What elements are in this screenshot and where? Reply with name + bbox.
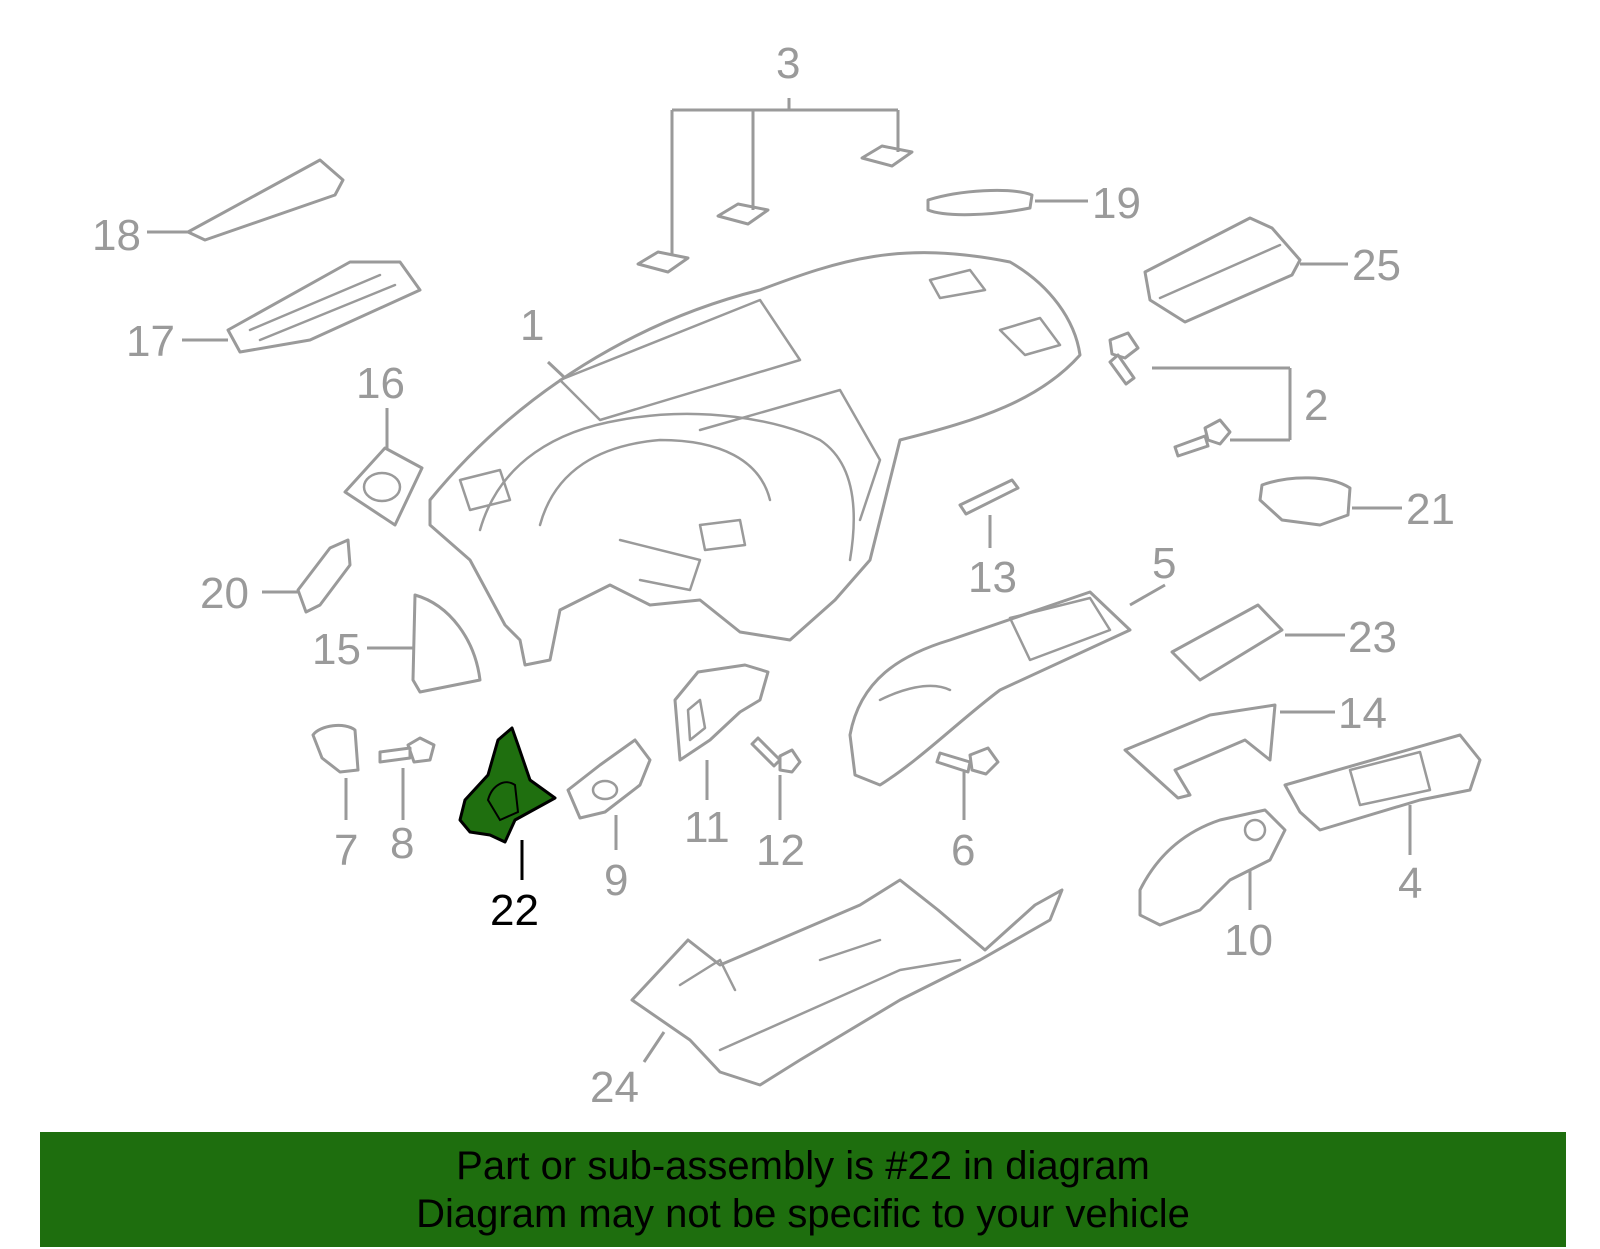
part-23-vent-grille[interactable] <box>1170 603 1284 682</box>
part-7-bracket[interactable] <box>311 723 360 774</box>
callout-16: 16 <box>356 359 405 408</box>
callout-6: 6 <box>951 826 975 875</box>
part-3-clips[interactable] <box>636 144 914 274</box>
callout-9: 9 <box>604 856 628 905</box>
callout-10: 10 <box>1224 916 1273 965</box>
part-19-trim-insert[interactable] <box>926 188 1034 217</box>
callout-labels: 1 2 3 4 5 6 7 8 9 10 11 12 13 14 15 16 1… <box>92 39 1455 1112</box>
callout-4: 4 <box>1398 859 1422 908</box>
banner-line-part: Part or sub-assembly is #22 in diagram <box>456 1143 1150 1188</box>
part-24-lower-panel[interactable] <box>630 878 1064 1087</box>
part-10-support[interactable] <box>1138 808 1287 927</box>
callout-13: 13 <box>968 553 1017 602</box>
part-16-speaker-grille[interactable] <box>343 446 424 527</box>
part-8-bolt[interactable] <box>378 736 436 764</box>
part-5-glove-box[interactable] <box>848 590 1132 787</box>
part-18-trim-strip[interactable] <box>186 158 345 242</box>
callout-3: 3 <box>776 39 800 88</box>
callout-7: 7 <box>334 826 358 875</box>
callout-18: 18 <box>92 211 141 260</box>
callout-2: 2 <box>1304 381 1328 430</box>
part-21-vent[interactable] <box>1258 476 1352 527</box>
callout-20: 20 <box>200 569 249 618</box>
callout-19: 19 <box>1092 179 1141 228</box>
callout-8: 8 <box>390 819 414 868</box>
callout-21: 21 <box>1406 485 1455 534</box>
part-6-bolt[interactable] <box>935 746 1000 776</box>
part-25-airbag-module[interactable] <box>1143 216 1302 324</box>
callout-11: 11 <box>684 803 730 852</box>
part-17-defrost-vent[interactable] <box>226 260 422 354</box>
callout-15: 15 <box>312 625 361 674</box>
part-13-clip[interactable] <box>958 478 1020 516</box>
banner-line-disclaimer: Diagram may not be specific to your vehi… <box>416 1191 1190 1236</box>
callout-22: 22 <box>490 886 539 935</box>
part-11-bracket[interactable] <box>673 663 770 762</box>
part-4-trim-panel[interactable] <box>1283 733 1482 832</box>
part-14-cross-brace[interactable] <box>1123 703 1277 800</box>
part-2-bolts[interactable] <box>1108 331 1232 458</box>
part-1-instrument-panel[interactable] <box>428 251 1082 667</box>
part-20-side-vent[interactable] <box>296 538 352 614</box>
parts-diagram: 1 2 3 4 5 6 7 8 9 10 11 12 13 14 15 16 1… <box>92 39 1482 1112</box>
callout-14: 14 <box>1338 689 1387 738</box>
callout-17: 17 <box>126 317 175 366</box>
part-12-bolt[interactable] <box>750 736 802 774</box>
callout-12: 12 <box>756 826 805 875</box>
callout-1: 1 <box>520 301 544 350</box>
part-22-highlighted[interactable] <box>458 726 557 844</box>
callout-25: 25 <box>1352 241 1401 290</box>
part-15-end-cap[interactable] <box>411 593 482 694</box>
leader-lines <box>147 98 1412 1063</box>
callout-23: 23 <box>1348 613 1397 662</box>
callout-5: 5 <box>1152 539 1176 588</box>
part-9-switch-bezel[interactable] <box>566 738 652 820</box>
callout-24: 24 <box>590 1063 639 1112</box>
info-banner: Part or sub-assembly is #22 in diagram D… <box>40 1132 1566 1247</box>
